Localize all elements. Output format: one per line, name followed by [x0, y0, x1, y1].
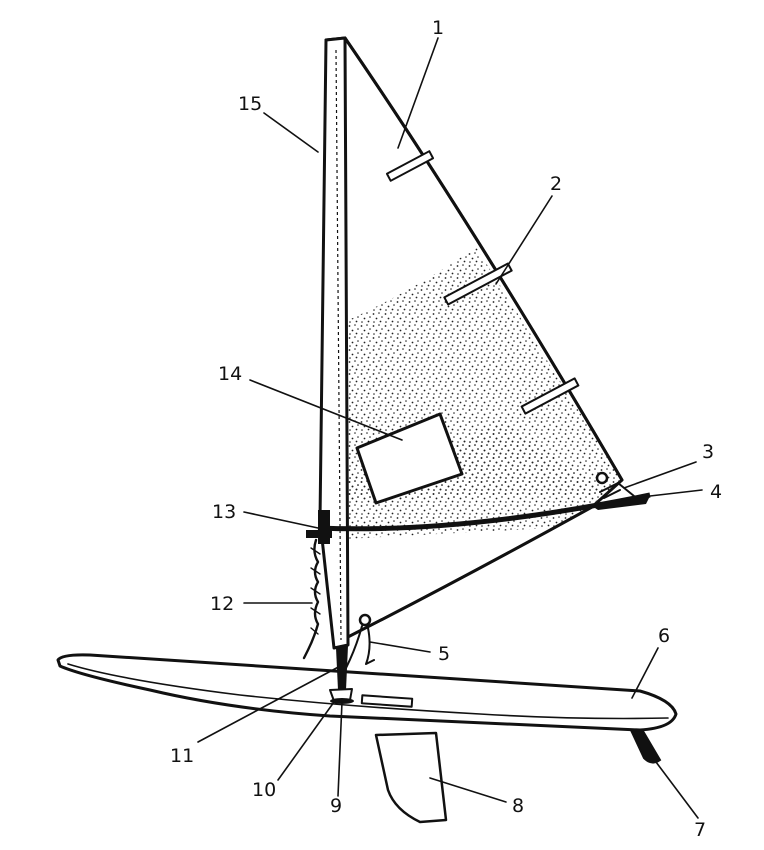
label-8: 8 [512, 795, 524, 817]
label-3: 3 [702, 441, 714, 463]
board-deck-edge [67, 663, 669, 720]
boom-front-end [318, 510, 330, 544]
label-10: 10 [252, 779, 276, 801]
batten-upper [385, 150, 435, 182]
label-14: 14 [218, 363, 242, 385]
label-1: 1 [432, 17, 444, 39]
boom-end [592, 496, 650, 510]
clew-grommet [595, 471, 609, 485]
daggerboard [374, 731, 448, 824]
batten-lower [520, 377, 580, 415]
label-4: 4 [710, 481, 722, 503]
outhaul-line [599, 482, 635, 499]
mast-foot [336, 646, 348, 690]
label-11: 11 [170, 745, 194, 767]
downhaul-line [345, 625, 375, 669]
label-6: 6 [658, 625, 670, 647]
label-2: 2 [550, 173, 562, 195]
label-7: 7 [694, 819, 706, 841]
label-15: 15 [238, 93, 262, 115]
skeg [628, 724, 662, 764]
label-13: 13 [212, 501, 236, 523]
uphaul-rope [302, 538, 320, 660]
mast-step [330, 698, 354, 704]
label-9: 9 [330, 795, 342, 817]
leader-lines [197, 37, 703, 819]
mast-stitch-line [335, 49, 342, 641]
board-hull [56, 653, 678, 732]
label-12: 12 [210, 593, 234, 615]
tack-grommet [358, 613, 372, 627]
batten-middle [443, 262, 513, 306]
sail-leech [343, 36, 624, 482]
sail-window [355, 412, 464, 505]
label-5: 5 [438, 643, 450, 665]
wishbone-boom [317, 492, 651, 532]
daggerboard-well [360, 694, 414, 708]
uphaul-rope-twist [310, 547, 321, 635]
sail-foot-lower [340, 505, 594, 642]
boom-clamp [306, 530, 332, 538]
mast-sleeve [318, 36, 350, 650]
